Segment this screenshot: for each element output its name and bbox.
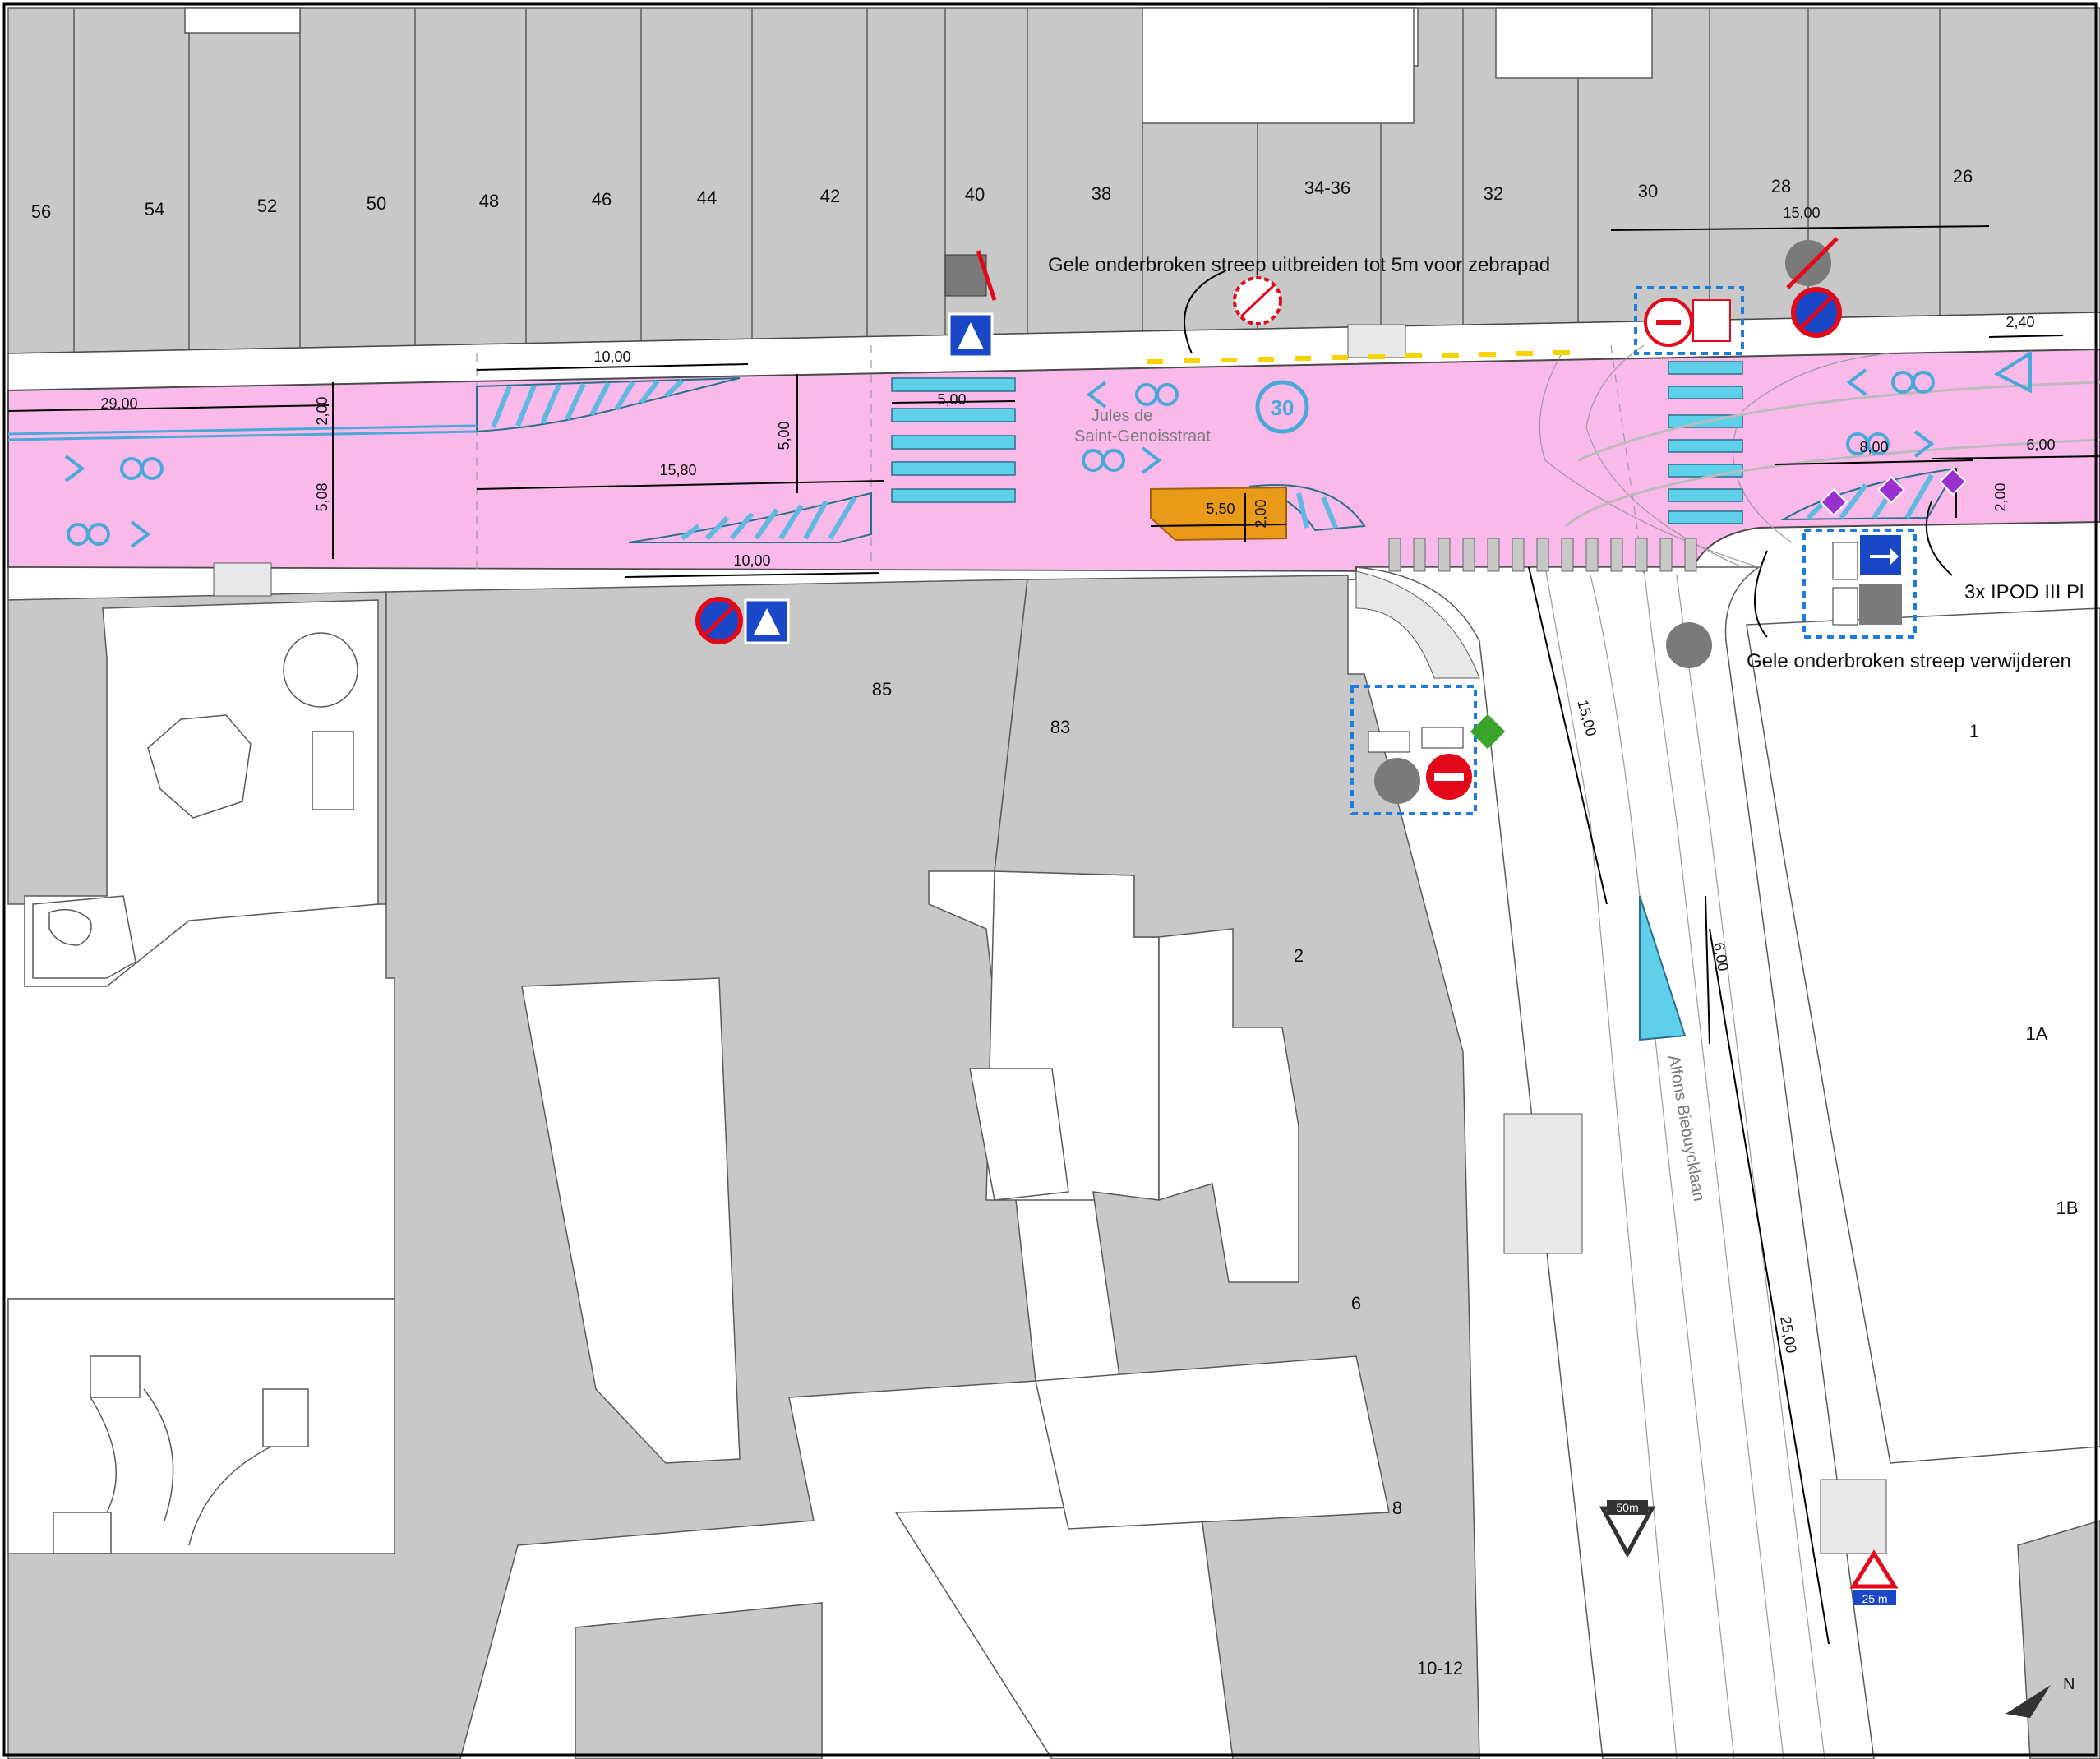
park-drawing <box>32 632 358 1554</box>
svg-text:N: N <box>2063 1675 2075 1693</box>
house-number: 50 <box>367 193 386 214</box>
bike-symbol-4 <box>1082 446 1162 474</box>
zebra-crossing-left <box>891 377 1016 503</box>
house-number: 30 <box>1638 181 1658 201</box>
svg-text:5,00: 5,00 <box>937 391 966 408</box>
svg-text:5,00: 5,00 <box>776 421 792 450</box>
svg-text:2,00: 2,00 <box>1992 482 2009 511</box>
svg-text:10,00: 10,00 <box>733 552 770 569</box>
sign-group-side-east <box>1666 529 1917 668</box>
speed-limit-marking: 30 <box>1255 380 1309 434</box>
house-number: 52 <box>257 196 277 216</box>
house-number: 56 <box>31 201 51 222</box>
house-number: 28 <box>1771 176 1791 196</box>
cycle-lane-lines <box>7 381 2100 528</box>
side-street-triangle <box>1639 895 1687 1041</box>
bike-symbol-3 <box>1086 381 1179 409</box>
zebra-crossing-right <box>1668 361 1743 524</box>
side-street-lines <box>476 344 1891 1759</box>
sign-group-south-left <box>695 597 790 644</box>
house-number: 48 <box>479 191 499 211</box>
house-number: 54 <box>145 199 164 219</box>
north-arrow: N <box>2005 1675 2075 1718</box>
bike-symbols <box>64 368 1935 548</box>
sign-group-north-right <box>1634 237 1842 355</box>
sign-group-side-west <box>1350 685 1506 815</box>
svg-text:29,00: 29,00 <box>100 395 137 412</box>
house-number: 34-36 <box>1304 178 1350 198</box>
house-number: 38 <box>1092 183 1111 204</box>
note-yellow-line-remove: Gele onderbroken streep verwijderen <box>1747 650 2071 672</box>
note-yellow-line-extend: Gele onderbroken streep uitbreiden tot 5… <box>1048 254 1550 276</box>
hatched-island-top <box>476 377 741 433</box>
svg-text:5,08: 5,08 <box>314 482 330 511</box>
house-number: 1A <box>2026 1023 2048 1044</box>
house-number: 26 <box>1953 166 1973 187</box>
house-number-labels: 56 54 52 50 48 46 44 42 40 38 34-36 32 3… <box>31 166 2079 1678</box>
house-number: 6 <box>1351 1293 1361 1313</box>
bike-symbol-6 <box>1846 430 1935 458</box>
house-number: 8 <box>1392 1498 1402 1518</box>
house-number: 85 <box>872 679 892 699</box>
yellow-dashed-line <box>1147 350 1570 364</box>
house-number: 1 <box>1969 721 1979 741</box>
svg-text:2,40: 2,40 <box>2005 314 2034 330</box>
sign-group-north-left <box>944 250 997 358</box>
north-buildings <box>7 7 2100 354</box>
svg-text:5,50: 5,50 <box>1206 501 1235 517</box>
annotation-labels: Gele onderbroken streep uitbreiden tot 5… <box>1048 254 2084 672</box>
hatched-zones <box>213 324 1887 1554</box>
house-number: 44 <box>697 187 717 208</box>
house-number: 10-12 <box>1417 1658 1463 1678</box>
svg-text:15,80: 15,80 <box>659 462 696 478</box>
svg-text:25 m: 25 m <box>1862 1592 1887 1605</box>
street-name-main-2: Saint-Genoisstraat <box>1074 427 1211 446</box>
bike-symbol-2 <box>67 520 151 548</box>
svg-text:10,00: 10,00 <box>593 349 630 365</box>
svg-text:2,00: 2,00 <box>314 396 330 425</box>
house-number: 32 <box>1484 183 1503 204</box>
dimension-labels: 29,00 2,00 5,08 10,00 15,80 5,00 5,00 10… <box>100 205 2055 1355</box>
house-number: 1B <box>2056 1198 2079 1218</box>
dimension-lines <box>7 225 2100 1645</box>
svg-text:8,00: 8,00 <box>1859 439 1888 455</box>
annotation-leaders <box>1184 270 1953 638</box>
svg-text:6,00: 6,00 <box>2026 436 2055 453</box>
sign-no-parking-dashed <box>1233 276 1282 325</box>
house-number: 83 <box>1050 717 1070 737</box>
house-number: 46 <box>592 189 612 210</box>
bike-symbol-5 <box>1846 368 1935 396</box>
street-name-main-1: Jules de <box>1092 407 1153 425</box>
south-buildings <box>7 575 2100 1759</box>
house-number: 42 <box>820 186 840 206</box>
side-crossing <box>1388 538 1697 572</box>
sign-side-25m: 25 m <box>1849 1549 1899 1605</box>
ipod-markers <box>1820 468 1967 516</box>
give-way-marking <box>1993 350 2032 394</box>
bike-symbol-1 <box>64 455 164 482</box>
house-number: 2 <box>1294 945 1304 966</box>
svg-text:2,00: 2,00 <box>1253 499 1269 528</box>
svg-text:50m: 50m <box>1616 1501 1638 1514</box>
bike-box <box>1150 486 1287 542</box>
svg-text:30: 30 <box>1271 395 1295 420</box>
sign-side-50m: 50m <box>1599 1500 1656 1558</box>
house-number: 40 <box>965 184 985 205</box>
note-ipod: 3x IPOD III Pl <box>1964 581 2084 603</box>
hatched-island-bottom <box>628 492 872 543</box>
svg-text:15,00: 15,00 <box>1783 205 1820 221</box>
